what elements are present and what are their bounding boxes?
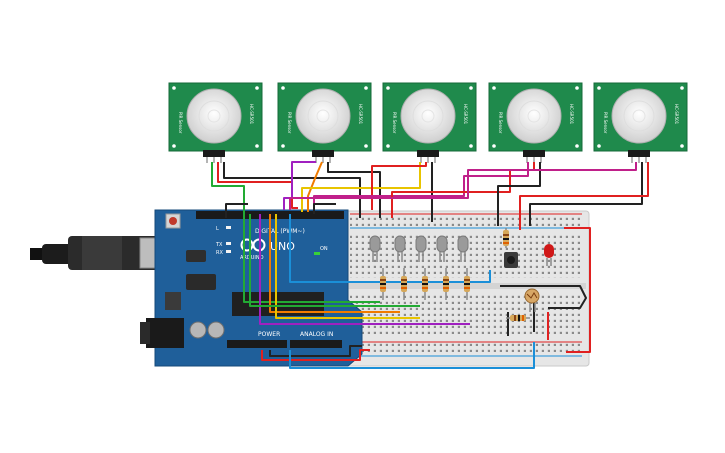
wire-red (371, 162, 427, 210)
on-label: ON (320, 246, 328, 252)
resistor (443, 268, 449, 300)
resistor (401, 268, 407, 300)
led (457, 235, 469, 262)
wire-yellow (301, 162, 421, 212)
rx-label: RX (216, 250, 223, 256)
wire-blue (289, 214, 491, 283)
pushbutton[interactable] (504, 252, 518, 268)
wire-orange (307, 161, 323, 212)
analog-label: ANALOG IN (300, 331, 333, 338)
analog-header (290, 340, 342, 348)
pir-sensor: HC-SR501 PIR Sensor (593, 82, 688, 163)
led (436, 235, 448, 262)
led (415, 235, 427, 262)
pir-sensor: HC-SR501 PIR Sensor (277, 82, 372, 163)
pir-foot-label: PIR Sensor (178, 112, 183, 134)
wire-red (391, 162, 535, 218)
pir-foot-label: PIR Sensor (603, 112, 608, 134)
wire-black (225, 203, 248, 218)
resistors (380, 268, 470, 300)
l-label: L (216, 226, 219, 232)
pir-foot-label: PIR Sensor (392, 112, 397, 134)
pir-side-label: HC-SR501 (358, 104, 363, 125)
usb-cable (30, 236, 169, 270)
pir-side-label: HC-SR501 (249, 104, 254, 125)
pir-sensor: HC-SR501 PIR Sensor (382, 82, 477, 163)
wire-yellow (275, 214, 420, 319)
wire-red (519, 162, 649, 230)
digital-label: DIGITAL (PWM~) (255, 228, 305, 235)
wire-black (497, 162, 541, 226)
tx-label: TX (215, 242, 223, 248)
wire-purple (259, 214, 470, 325)
pir-foot-label: PIR Sensor (498, 112, 503, 134)
pir-side-label: HC-SR501 (674, 104, 679, 125)
brand-label: UNO (270, 240, 295, 253)
power-label: POWER (258, 331, 280, 338)
power-header (227, 340, 287, 348)
resistor-button (503, 228, 509, 248)
pir-sensor: HC-SR501 PIR Sensor (488, 82, 583, 163)
pir-side-label: HC-SR501 (463, 104, 468, 125)
wire-green (211, 162, 380, 303)
wires (211, 161, 649, 369)
wire-blue (289, 342, 535, 369)
led (394, 235, 406, 262)
wire-green (249, 214, 420, 307)
status-leds (369, 235, 469, 262)
wire-red (564, 227, 591, 353)
power-jack[interactable] (146, 318, 184, 348)
wire-black (269, 345, 362, 357)
wire-red (261, 349, 370, 361)
resistor (380, 268, 386, 300)
resistor (464, 268, 470, 300)
wire-orange (269, 214, 400, 313)
red-led (544, 244, 554, 266)
wire-black (500, 285, 587, 309)
led (369, 235, 381, 262)
pir-side-label: HC-SR501 (569, 104, 574, 125)
wire-black (313, 203, 336, 214)
resistor-ldr (506, 315, 530, 321)
pir-foot-label: PIR Sensor (287, 112, 292, 134)
brand-sub-label: ARDUINO (240, 255, 264, 261)
photoresistor (524, 288, 540, 312)
pir-sensor: HC-SR501 PIR Sensor (168, 82, 263, 163)
resistor (422, 268, 428, 300)
wire-black (529, 162, 643, 226)
wire-magenta (289, 162, 637, 210)
